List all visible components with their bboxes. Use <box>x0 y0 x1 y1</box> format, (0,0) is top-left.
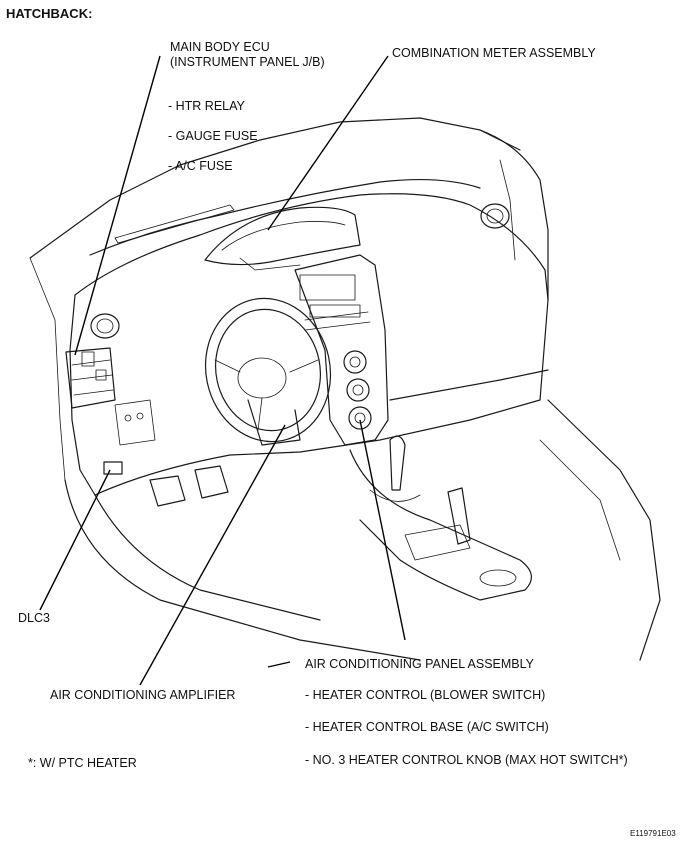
shift-lever <box>389 435 406 491</box>
main-body-ecu <box>65 347 116 409</box>
label-heater-knob: - NO. 3 HEATER CONTROL KNOB (MAX HOT SWI… <box>305 753 628 767</box>
a-pillar-right <box>479 129 549 301</box>
label-heater-control-base: - HEATER CONTROL BASE (A/C SWITCH) <box>305 720 549 734</box>
ac-knob-top <box>343 350 367 374</box>
floor-right <box>547 399 661 661</box>
center-stack <box>294 254 389 446</box>
label-htr-relay: - HTR RELAY <box>168 99 245 113</box>
dlc3-connector <box>103 461 123 475</box>
label-ac-amplifier: AIR CONDITIONING AMPLIFIER <box>50 688 236 702</box>
dash-upper-curve <box>89 178 481 256</box>
dash-top-outline <box>74 193 549 301</box>
label-heater-control: - HEATER CONTROL (BLOWER SWITCH) <box>305 688 546 702</box>
windshield-edge <box>29 117 521 259</box>
left-dash-side <box>69 294 96 496</box>
handbrake <box>447 487 471 545</box>
label-ac-fuse: - A/C FUSE <box>168 159 233 173</box>
lower-dash <box>94 299 549 496</box>
ac-knob-middle <box>346 378 370 402</box>
center-console <box>349 449 532 601</box>
label-combination-meter: COMBINATION METER ASSEMBLY <box>392 46 596 60</box>
leader-ac-panel <box>359 419 406 641</box>
leader-ac-amplifier <box>139 424 286 686</box>
label-gauge-fuse: - GAUGE FUSE <box>168 129 258 143</box>
leader-dlc3 <box>39 469 111 611</box>
steering-hub <box>237 357 287 399</box>
page-title: HATCHBACK: <box>6 6 93 21</box>
left-vent <box>90 313 120 339</box>
leader-main-body-ecu <box>74 55 161 356</box>
pedal-right <box>194 465 229 499</box>
label-main-body-ecu: MAIN BODY ECU <box>170 40 270 54</box>
label-ptc-note: *: W/ PTC HEATER <box>28 756 137 770</box>
label-ac-panel: AIR CONDITIONING PANEL ASSEMBLY <box>305 657 534 671</box>
ac-knob-bottom <box>348 406 372 430</box>
defroster-vent <box>114 204 235 244</box>
pedal-left <box>149 475 186 507</box>
steering-wheel <box>204 297 332 443</box>
leader-ac-panel-tick <box>267 661 291 668</box>
combination-meter <box>204 206 361 266</box>
leader-combination-meter <box>267 55 389 231</box>
right-vent <box>480 203 510 229</box>
label-dlc3: DLC3 <box>18 611 50 625</box>
figure-code: E119791E03 <box>630 829 676 838</box>
floor-left <box>64 479 421 661</box>
label-instrument-panel-jb: (INSTRUMENT PANEL J/B) <box>170 55 325 69</box>
